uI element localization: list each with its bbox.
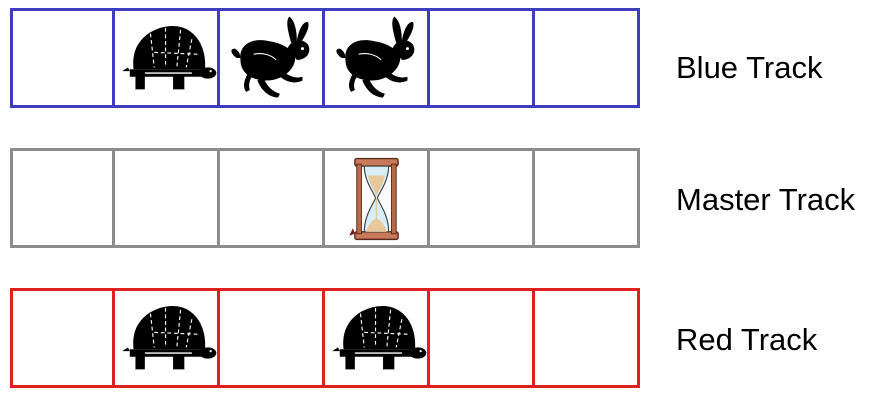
turtle-icon [115, 291, 217, 385]
red-track [10, 288, 640, 388]
hourglass-icon [325, 151, 427, 245]
turtle-icon [115, 11, 217, 105]
red-track-cell [535, 288, 640, 388]
rabbit-icon [325, 11, 427, 105]
blue-track-cell [115, 8, 220, 108]
blue-track-cell [220, 8, 325, 108]
master-track-cell [115, 148, 220, 248]
blue-track-cell [10, 8, 115, 108]
blue-track-cell [325, 8, 430, 108]
master-track-cell [325, 148, 430, 248]
master-track-cell [430, 148, 535, 248]
master-track-label: Master Track [676, 184, 855, 215]
red-track-cell [220, 288, 325, 388]
red-track-cell [10, 288, 115, 388]
master-track-cell [535, 148, 640, 248]
red-track-cell [115, 288, 220, 388]
red-track-cell [325, 288, 430, 388]
master-track-cell [220, 148, 325, 248]
blue-track-cell [535, 8, 640, 108]
master-track-cell [10, 148, 115, 248]
blue-track-label: Blue Track [676, 52, 822, 83]
rabbit-icon [220, 11, 322, 105]
red-track-label: Red Track [676, 324, 817, 355]
blue-track [10, 8, 640, 108]
blue-track-cell [430, 8, 535, 108]
turtle-icon [325, 291, 427, 385]
red-track-cell [430, 288, 535, 388]
master-track [10, 148, 640, 248]
